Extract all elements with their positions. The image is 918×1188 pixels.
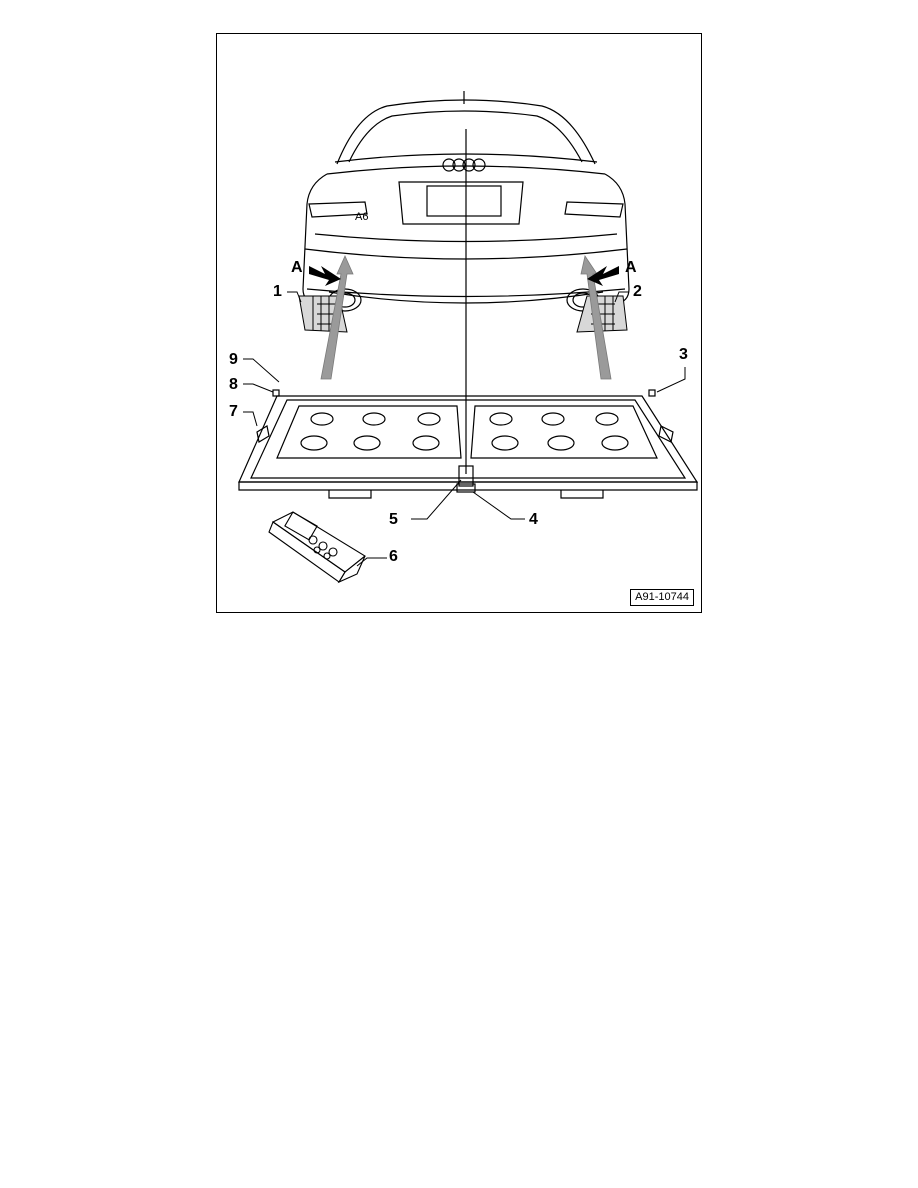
callout-5: 5 — [389, 511, 398, 528]
callout-3: 3 — [679, 346, 688, 363]
gray-arrow-left — [320, 255, 354, 380]
measuring-plate — [238, 389, 699, 499]
callout-6: 6 — [389, 548, 398, 565]
callout-a-left: A — [291, 259, 303, 276]
diagram-figure: A6 1 2 3 4 5 6 7 8 9 A A A91-10744 — [216, 33, 702, 613]
callout-8: 8 — [229, 376, 238, 393]
callout-2: 2 — [633, 283, 642, 300]
black-arrow-left — [309, 266, 341, 286]
callout-9: 9 — [229, 351, 238, 368]
illustration — [238, 91, 699, 584]
leader-lines — [243, 291, 686, 567]
handheld-device — [268, 511, 366, 584]
callout-4: 4 — [529, 511, 538, 528]
figure-id-label: A91-10744 — [630, 589, 694, 606]
callout-7: 7 — [229, 403, 238, 420]
gray-arrow-right — [580, 254, 612, 380]
brand-badge: A6 — [355, 211, 369, 223]
callout-1: 1 — [273, 283, 282, 300]
black-arrow-right — [587, 266, 619, 286]
callout-a-right: A — [625, 259, 637, 276]
